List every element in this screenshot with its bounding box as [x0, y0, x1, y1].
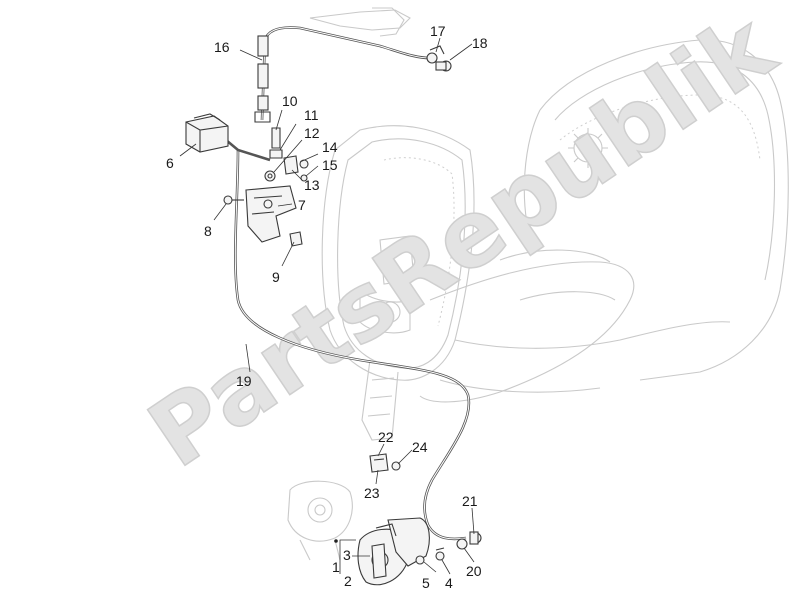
part-1-2-brake-caliper	[357, 517, 430, 586]
part-16-hose-fittings	[254, 35, 271, 123]
watermark-text: PartsRepublik	[130, 0, 793, 488]
part-6-brake-reservoir	[185, 113, 229, 153]
callout-14: 14	[322, 139, 338, 155]
brake-hoses	[225, 26, 471, 541]
callout-labels: 1 2 3 4 5 6 7 8 9 10 11 12 13 14 15 16 1…	[166, 23, 488, 591]
callout-21: 21	[462, 493, 478, 509]
part-3-brake-pad	[371, 543, 387, 579]
part-20-21-banjo-lower	[456, 531, 482, 550]
part-9-clamp	[289, 231, 303, 247]
leader-lines	[179, 37, 475, 575]
callout-8: 8	[204, 223, 212, 239]
callout-19: 19	[236, 373, 252, 389]
part-4-5-bleed-screws	[415, 547, 445, 565]
callout-7: 7	[298, 197, 306, 213]
part-17-18-banjo-bolt	[426, 45, 452, 72]
callout-23: 23	[364, 485, 380, 501]
callout-6: 6	[166, 155, 174, 171]
callout-24: 24	[412, 439, 428, 455]
part-8-screw	[223, 195, 244, 205]
reference-dot	[334, 539, 338, 543]
callout-1: 1	[332, 559, 340, 575]
part-22-23-24-fittings	[369, 453, 401, 473]
callout-2: 2	[344, 573, 352, 589]
callout-4: 4	[445, 575, 453, 591]
callout-13: 13	[304, 177, 320, 193]
callout-16: 16	[214, 39, 230, 55]
part-7-mounting-bracket	[245, 185, 297, 243]
callout-12: 12	[304, 125, 320, 141]
callout-18: 18	[472, 35, 488, 51]
callout-11: 11	[304, 107, 319, 123]
callout-3: 3	[343, 547, 351, 563]
callout-22: 22	[378, 429, 394, 445]
callout-17: 17	[430, 23, 446, 39]
callout-5: 5	[422, 575, 430, 591]
callout-20: 20	[466, 563, 482, 579]
part-10-11-12-bolts	[264, 127, 283, 182]
part-13-14-15-clip	[283, 155, 309, 182]
callout-10: 10	[282, 93, 298, 109]
callout-9: 9	[272, 269, 280, 285]
callout-15: 15	[322, 157, 338, 173]
